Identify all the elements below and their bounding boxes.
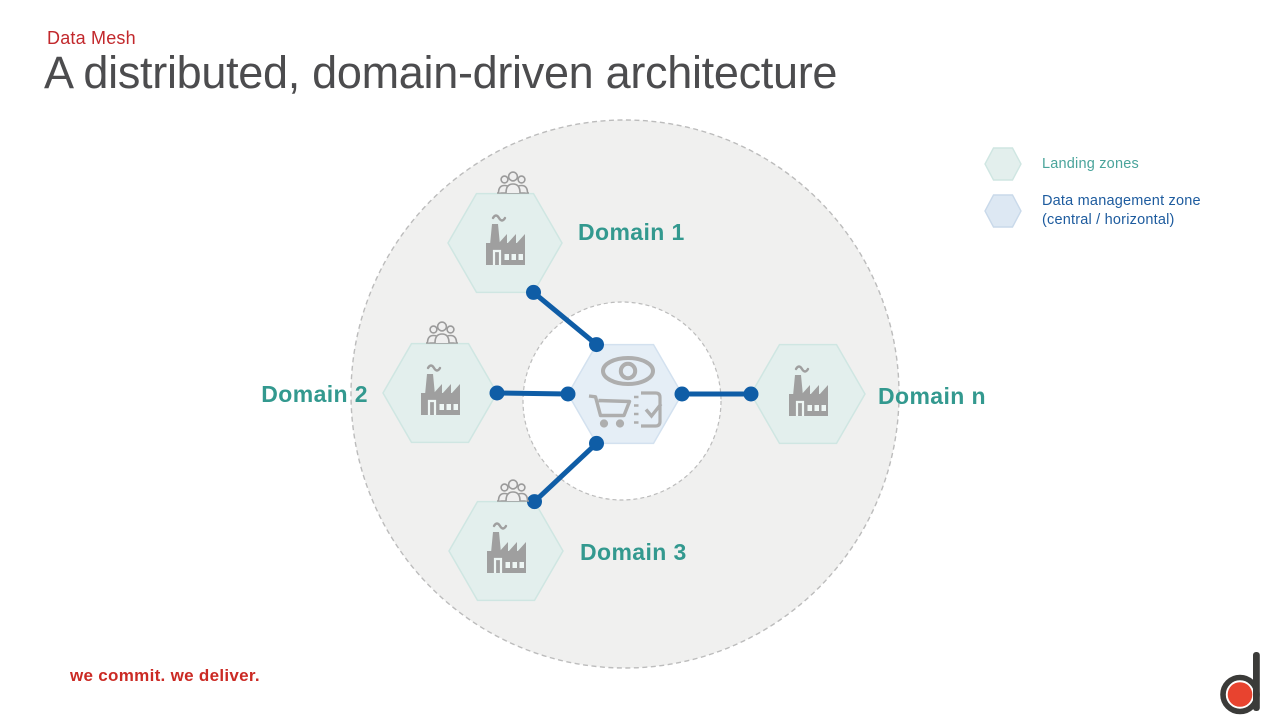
connector-domain-2	[496, 390, 569, 397]
eyebrow-label: Data Mesh	[47, 28, 136, 48]
connector-dots	[489, 284, 759, 510]
page-title: A distributed, domain-driven architectur…	[44, 47, 838, 98]
legend-row-data-management-zone: Data management zone (central / horizont…	[984, 192, 1201, 230]
domain-3-label: Domain 3	[580, 539, 687, 565]
eye-icon	[601, 356, 655, 386]
legend-row-landing-zones: Landing zones	[984, 147, 1201, 181]
domain-1-label: Domain 1	[578, 219, 685, 245]
company-tagline: we commit. we deliver.	[70, 666, 260, 685]
legend-label-line2: (central / horizontal)	[1042, 212, 1175, 228]
legend-label-data-management: Data management zone (central / horizont…	[1042, 192, 1201, 230]
central-zone-icons	[588, 356, 663, 428]
landing-zone-hexagon-swatch	[984, 147, 1022, 181]
logo-red-dot	[1227, 682, 1253, 707]
checklist-icon	[634, 391, 663, 428]
logo-bowl	[1220, 674, 1260, 715]
connector-domain-3	[532, 441, 599, 504]
company-logo	[1220, 652, 1260, 715]
data-management-hexagon-swatch	[984, 194, 1022, 228]
domain-n-label: Domain n	[878, 383, 986, 409]
legend: Landing zones Data management zone (cent…	[984, 147, 1201, 230]
connector-lines	[496, 290, 751, 504]
legend-label-line1: Data management zone	[1042, 193, 1201, 209]
connector-domain-1	[531, 290, 599, 347]
domain-2-label: Domain 2	[261, 381, 368, 407]
shopping-cart-icon	[588, 394, 632, 428]
legend-label-landing-zones: Landing zones	[1042, 155, 1139, 172]
